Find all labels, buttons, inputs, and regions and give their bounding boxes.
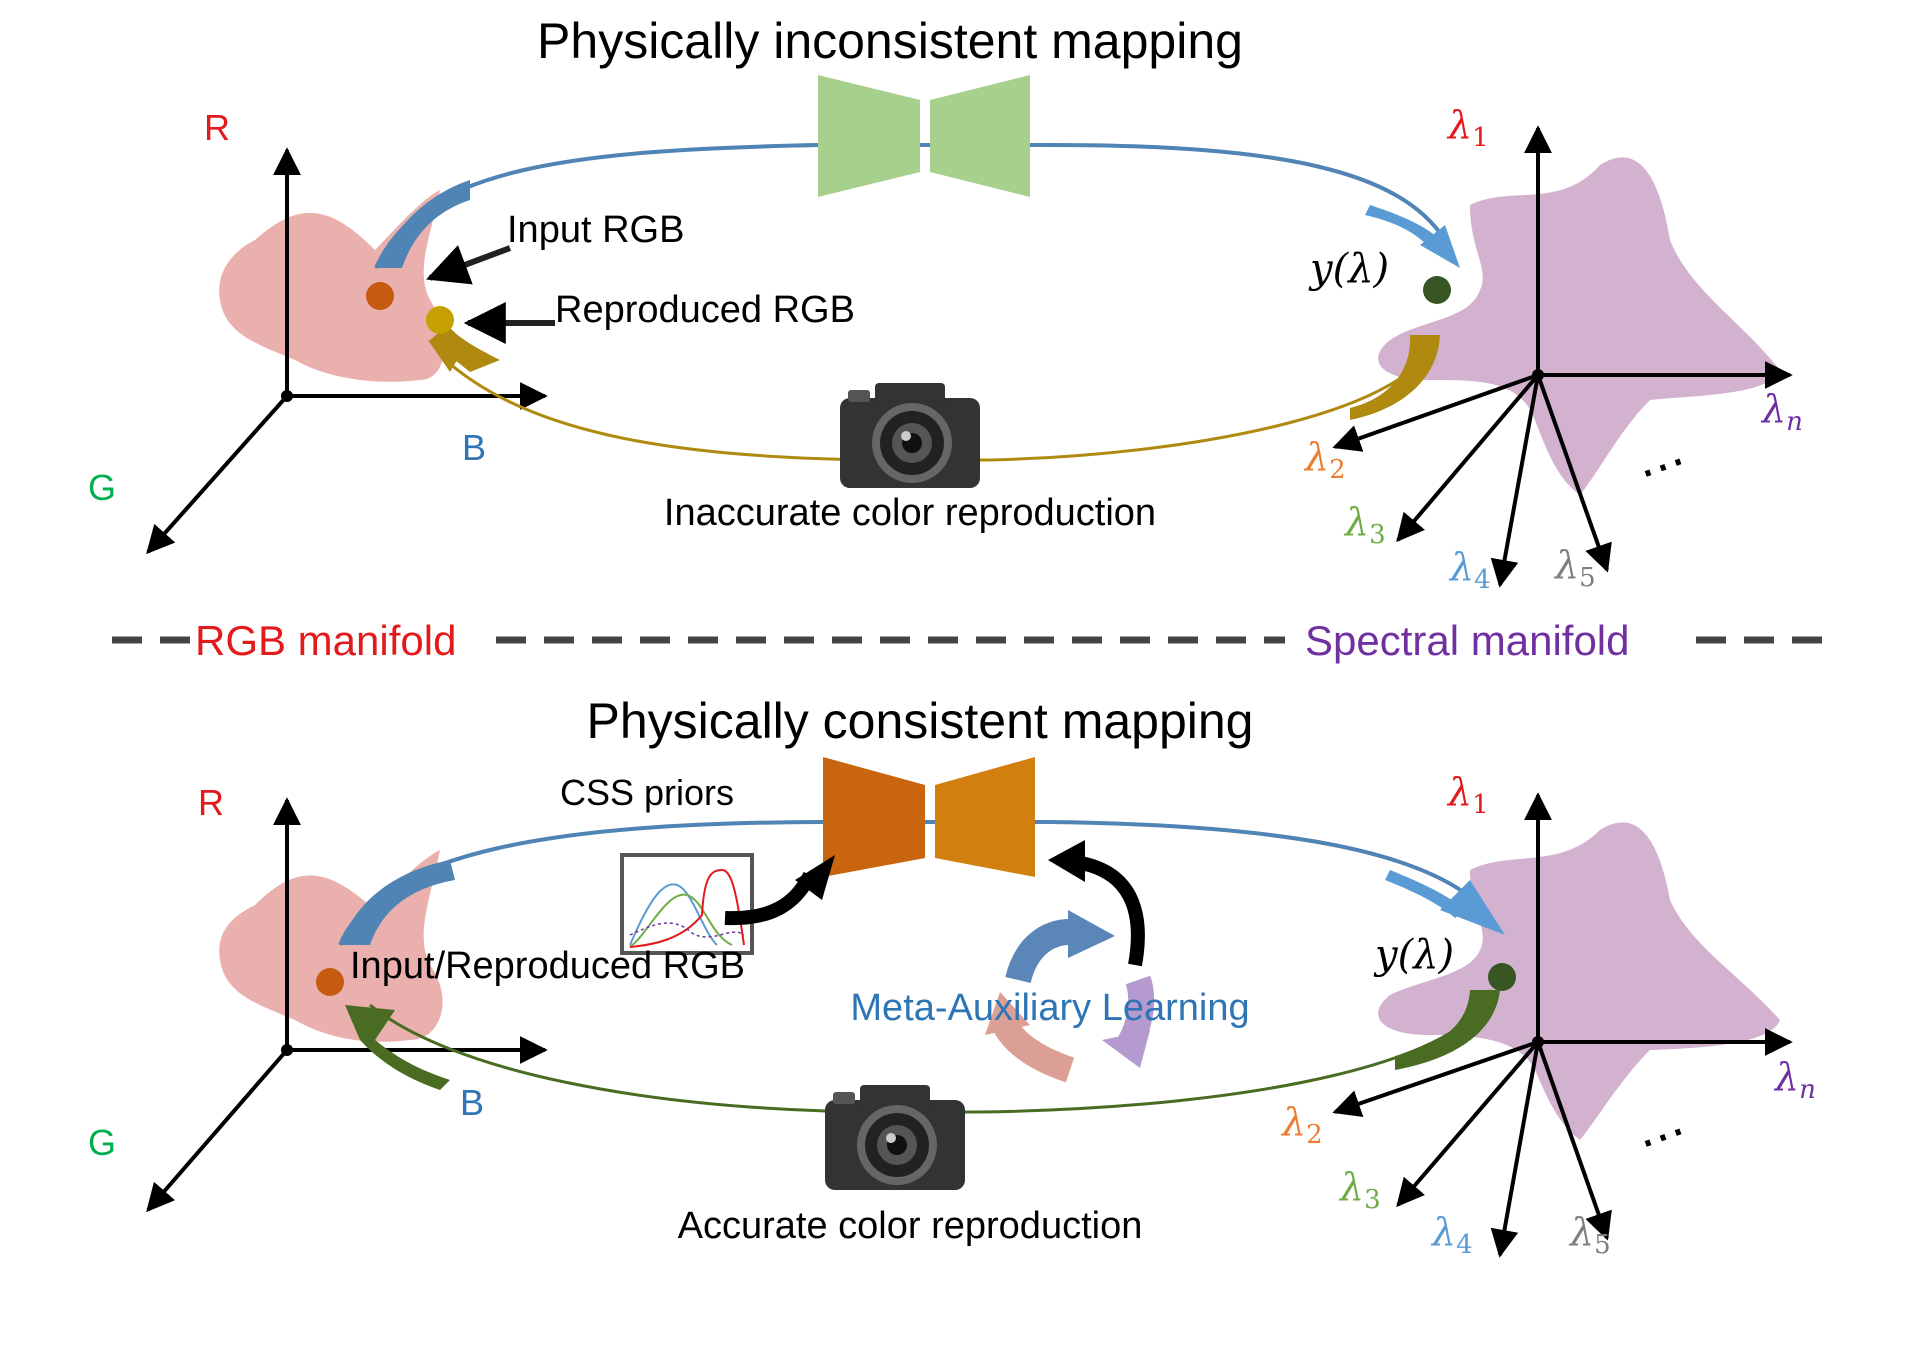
camera-icon [825, 1085, 965, 1190]
bottom-title: Physically consistent mapping [587, 693, 1254, 749]
reproduced-rgb-label: Reproduced RGB [555, 289, 855, 331]
spectrum-point [1488, 963, 1516, 991]
spectral-axes [1332, 125, 1793, 588]
rgb-axes [146, 797, 548, 1213]
rgb-axes [146, 147, 548, 555]
rgb-manifold-label: RGB manifold [195, 617, 456, 664]
css-curves-thumbnail [620, 853, 754, 955]
top-panel: Physically inconsistent mapping R B G λ1… [88, 13, 1803, 595]
encoder-decoder-network-icon [818, 75, 1030, 197]
y-lambda-label: y(λ) [1308, 246, 1389, 292]
lambda-3-label: λ3 [1343, 500, 1386, 550]
bottom-panel: Physically consistent mapping R B G λ1 λ… [88, 693, 1816, 1260]
top-title: Physically inconsistent mapping [537, 13, 1243, 69]
ellipsis-dots: ⋯ [1631, 434, 1694, 500]
input-reproduced-rgb-point [316, 968, 344, 996]
input-reproduced-rgb-label: Input/Reproduced RGB [350, 945, 745, 987]
y-lambda-label: y(λ) [1373, 932, 1454, 978]
lambda-3-label: λ3 [1338, 1165, 1381, 1215]
axis-r-label: R [198, 782, 224, 823]
bottom-camera-caption: Accurate color reproduction [678, 1205, 1143, 1247]
ellipsis-dots: ⋯ [1631, 1104, 1694, 1170]
axis-r-label: R [204, 107, 230, 148]
lambda-n-label: λn [1760, 387, 1803, 437]
spectral-manifold-blob [1378, 822, 1780, 1140]
rgb-manifold-blob [219, 190, 445, 382]
lambda-4-label: λ4 [1448, 545, 1491, 595]
input-rgb-label: Input RGB [507, 209, 684, 251]
lambda-1-label: λ1 [1446, 770, 1489, 820]
lambda-4-label: λ4 [1430, 1210, 1473, 1260]
divider: RGB manifold Spectral manifold [112, 612, 1830, 668]
meta-auxiliary-learning-label: Meta-Auxiliary Learning [850, 987, 1249, 1029]
reproduced-rgb-point [426, 306, 454, 334]
cycle-arrows-icon [985, 910, 1155, 1083]
camera-icon [840, 383, 980, 488]
lambda-5-label: λ5 [1568, 1210, 1611, 1260]
lambda-5-label: λ5 [1553, 543, 1596, 593]
axis-g-label: G [88, 467, 116, 508]
spectral-axes [1332, 792, 1793, 1258]
lambda-1-label: λ1 [1446, 103, 1489, 153]
lambda-2-label: λ2 [1280, 1100, 1323, 1150]
axis-b-label: B [460, 1082, 484, 1123]
top-camera-caption: Inaccurate color reproduction [664, 492, 1156, 534]
spectrum-point [1423, 276, 1451, 304]
axis-b-label: B [462, 427, 486, 468]
spectral-manifold-blob [1378, 157, 1780, 496]
css-priors-label: CSS priors [560, 772, 734, 813]
input-rgb-point [366, 282, 394, 310]
spectral-manifold-label: Spectral manifold [1305, 617, 1630, 664]
lambda-n-label: λn [1773, 1055, 1816, 1105]
top-camera-arrow [438, 334, 1437, 462]
lambda-2-label: λ2 [1303, 435, 1346, 485]
axis-g-label: G [88, 1122, 116, 1163]
encoder-decoder-network-icon [823, 757, 1035, 877]
